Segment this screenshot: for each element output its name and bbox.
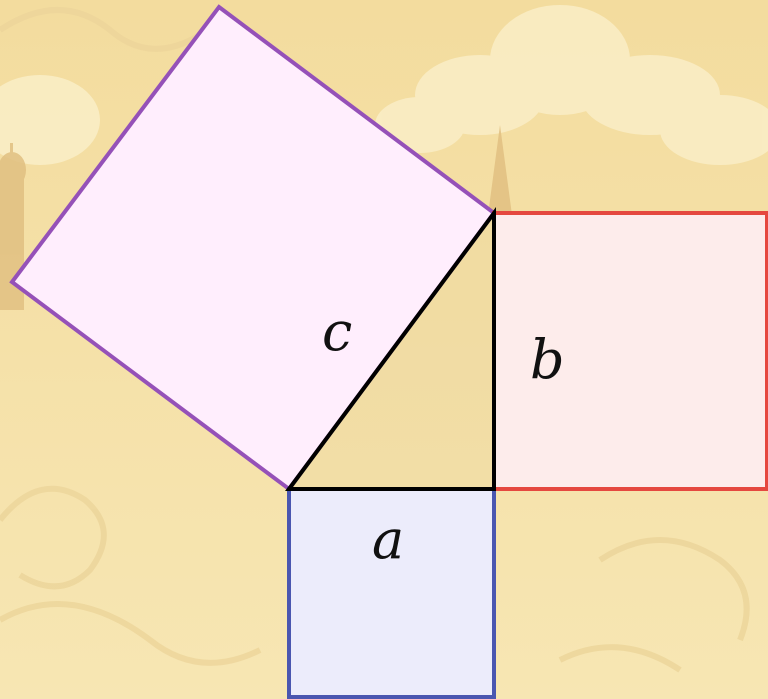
label-b: b (530, 328, 565, 391)
square-a (287, 487, 496, 699)
swirl-decoration (0, 7, 750, 673)
cloud-decoration (0, 5, 768, 165)
label-c: c (322, 300, 352, 363)
right-triangle (285, 206, 496, 491)
square-b (492, 211, 768, 491)
label-a: a (372, 508, 404, 571)
